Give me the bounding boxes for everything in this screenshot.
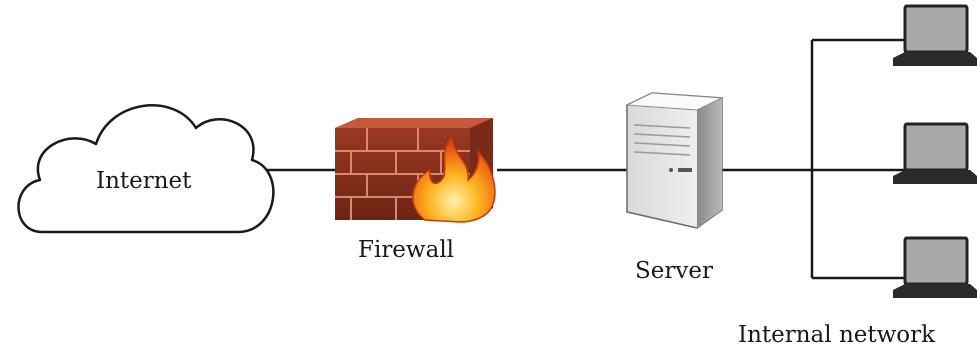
firewall-icon: [335, 118, 496, 223]
cloud-icon: [17, 104, 275, 234]
server-label: Server: [635, 258, 713, 284]
internet-label: Internet: [96, 168, 192, 194]
connection-lines: [262, 38, 905, 280]
laptop-icon: [893, 122, 977, 184]
server-icon: [625, 92, 724, 229]
laptop-icon: [893, 4, 977, 66]
internal-network-label: Internal network: [738, 322, 936, 348]
firewall-label: Firewall: [358, 237, 455, 263]
flame-icon: [412, 136, 496, 223]
laptop-icon: [893, 236, 977, 298]
